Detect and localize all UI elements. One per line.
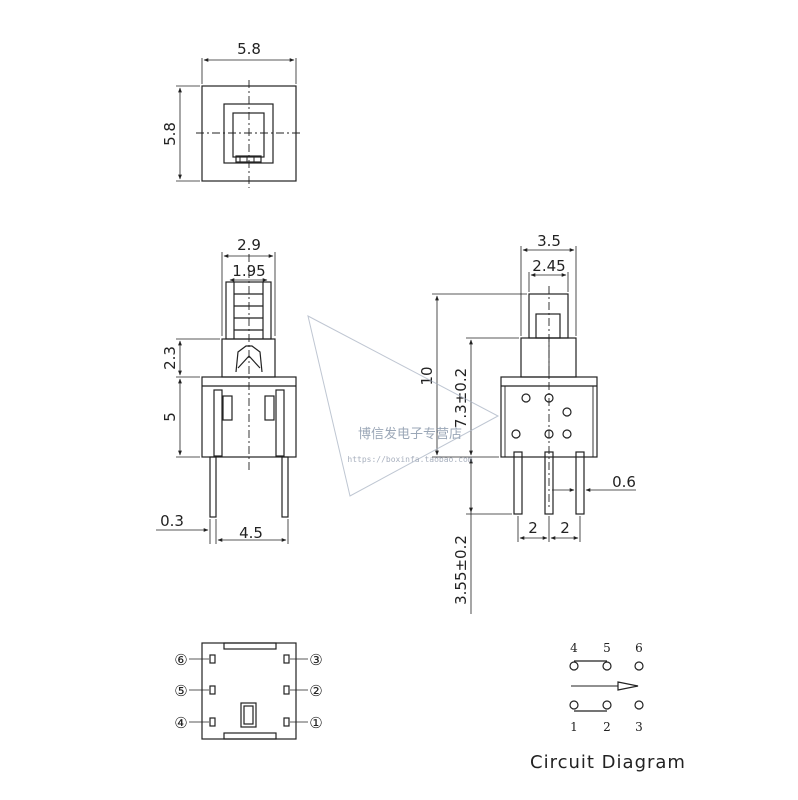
top-height-label: 5.8 — [161, 122, 179, 146]
circuit-diagram — [569, 660, 644, 712]
side-collar — [520, 337, 577, 378]
side-pin-1 — [513, 451, 523, 515]
circuit-label-3: 3 — [635, 720, 643, 734]
pinout-label-5: ⑤ — [174, 682, 187, 700]
side-pin-length-label: 3.55±0.2 — [452, 535, 470, 605]
front-pin-thickness-label: 0.3 — [160, 512, 184, 530]
front-top-width-label: 2.9 — [237, 236, 261, 254]
watermark: 博信发电子专营店 https://boxinfa.taobao.com — [307, 315, 500, 497]
side-total-height-label: 10 — [418, 366, 436, 385]
pinout-label-3: ③ — [309, 651, 322, 669]
front-view — [156, 252, 297, 544]
front-pin-right — [281, 456, 289, 518]
side-outer-width-label: 3.5 — [537, 232, 561, 250]
pinout-label-6: ⑥ — [174, 651, 187, 669]
watermark-url: https://boxinfa.taobao.com — [347, 455, 472, 464]
top-view-plunger — [232, 112, 265, 158]
circuit-label-5: 5 — [603, 641, 611, 655]
pinout-label-1: ① — [309, 714, 322, 732]
side-pin-3 — [575, 451, 585, 515]
top-view-plunger-frame — [223, 103, 274, 164]
circuit-label-6: 6 — [635, 641, 643, 655]
top-width-label: 5.8 — [237, 40, 261, 58]
pinout-view — [189, 642, 308, 740]
side-inner-width-label: 2.45 — [532, 257, 565, 275]
circuit-label-4: 4 — [570, 641, 578, 655]
front-collar — [221, 338, 276, 378]
front-pin-left — [209, 456, 217, 518]
side-pitch-left-label: 2 — [528, 519, 538, 537]
pinout-label-4: ④ — [174, 714, 187, 732]
watermark-text: 博信发电子专营店 — [358, 426, 462, 442]
front-pin-spacing-label: 4.5 — [239, 524, 263, 542]
front-inner-width-label: 1.95 — [232, 262, 265, 280]
side-pitch-right-label: 2 — [560, 519, 570, 537]
pinout-label-2: ② — [309, 682, 322, 700]
circuit-caption: Circuit Diagram — [530, 752, 686, 773]
side-body-height-label: 7.3±0.2 — [452, 368, 470, 428]
circuit-label-1: 1 — [570, 720, 578, 734]
side-pin-width-label: 0.6 — [612, 473, 636, 491]
side-plunger-cap — [528, 293, 569, 339]
top-view-latch — [235, 155, 262, 163]
front-stem-height-label: 2.3 — [161, 346, 179, 370]
side-view — [432, 246, 636, 614]
front-body-height-label: 5 — [161, 412, 179, 422]
circuit-label-2: 2 — [603, 720, 611, 734]
top-view — [176, 58, 302, 188]
